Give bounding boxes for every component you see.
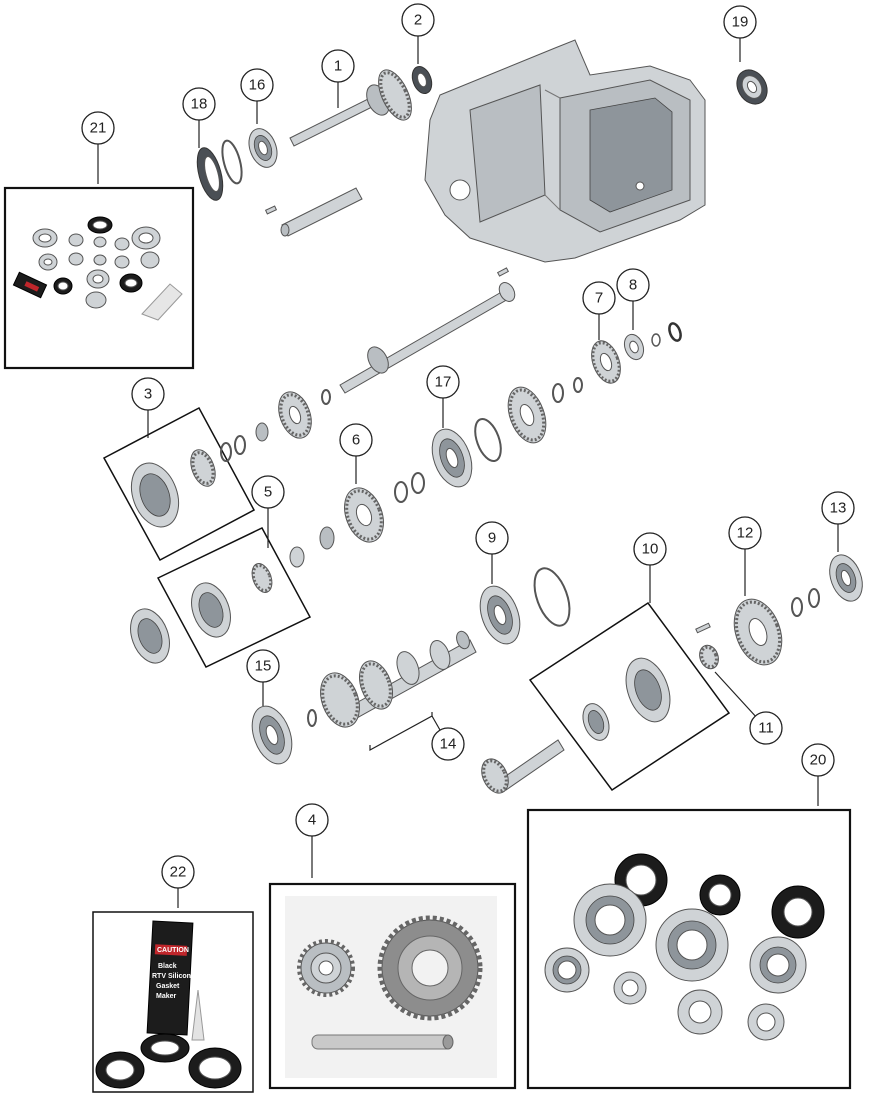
callout-22: 22 (161, 855, 195, 889)
kit-4-contents (285, 896, 497, 1078)
kit-box-22 (92, 911, 254, 1093)
kit-box-10 (528, 601, 731, 792)
bearing-13 (829, 554, 863, 602)
svg-text:18: 18 (191, 96, 208, 113)
svg-text:13: 13 (830, 500, 847, 517)
callout-8: 8 (616, 268, 650, 302)
synchro-assembly-5 (130, 563, 273, 664)
tube-caution-text: CAUTION (157, 947, 189, 954)
bearing-19 (736, 69, 768, 105)
svg-text:16: 16 (249, 77, 266, 94)
tube-line-4: Maker (156, 993, 177, 1000)
kit-box-5 (156, 527, 312, 668)
svg-text:14: 14 (440, 736, 457, 753)
callout-12: 12 (728, 516, 762, 550)
callout-10: 10 (633, 532, 667, 566)
callout-14: 14 (431, 727, 465, 761)
needle-bearing-11 (695, 622, 719, 670)
svg-text:9: 9 (488, 530, 496, 547)
svg-text:5: 5 (264, 484, 272, 501)
synchro-assembly-10 (582, 657, 671, 741)
callout-9: 9 (475, 521, 509, 555)
callout-4: 4 (295, 803, 329, 837)
synchro-assembly-3 (130, 449, 216, 528)
callout-16: 16 (240, 68, 274, 102)
svg-text:2: 2 (414, 12, 422, 29)
gear-6 (289, 472, 425, 568)
svg-text:4: 4 (308, 812, 316, 829)
kit-box-21 (3, 186, 195, 370)
kit-22-contents: CAUTION Black RTV Silicone Gasket Maker (95, 920, 242, 1089)
svg-text:7: 7 (595, 290, 603, 307)
leader-lines (97, 36, 839, 908)
kit-box-3 (102, 406, 256, 562)
shaft-pin (264, 187, 363, 237)
bearing-8 (623, 322, 682, 361)
svg-text:11: 11 (758, 720, 774, 737)
svg-text:8: 8 (629, 277, 637, 294)
kit-20-contents (544, 853, 825, 1041)
callout-1: 1 (321, 49, 355, 83)
seal-18 (196, 139, 243, 201)
callout-13: 13 (821, 491, 855, 525)
callout-21: 21 (81, 111, 115, 145)
bearing-15 (251, 705, 317, 765)
tube-line-1: Black (158, 963, 177, 970)
tube-line-2: RTV Silicone (152, 973, 195, 980)
callout-15: 15 (246, 649, 280, 683)
callout-3: 3 (131, 377, 165, 411)
transmission-case (424, 39, 706, 263)
svg-text:1: 1 (334, 58, 342, 75)
callout-19: 19 (723, 5, 757, 39)
svg-text:10: 10 (642, 541, 659, 558)
svg-text:17: 17 (435, 374, 452, 391)
bearing-9 (479, 567, 571, 645)
gear-12 (733, 588, 820, 666)
svg-text:15: 15 (255, 658, 272, 675)
svg-text:3: 3 (144, 386, 152, 403)
svg-text:6: 6 (352, 432, 360, 449)
callout-11: 11 (749, 711, 783, 745)
callout-6: 6 (339, 423, 373, 457)
callout-2: 2 (401, 3, 435, 37)
svg-text:12: 12 (737, 525, 754, 542)
svg-text:22: 22 (170, 864, 187, 881)
output-pinion (481, 739, 565, 794)
gear-3rd (220, 389, 331, 462)
kit-box-4 (268, 882, 517, 1090)
callout-17: 17 (426, 365, 460, 399)
callout-7: 7 (582, 281, 616, 315)
countershaft-cluster (320, 630, 477, 728)
input-shaft (289, 69, 412, 147)
bearing-2 (411, 65, 433, 95)
bearing-16 (248, 128, 278, 168)
callout-20: 20 (801, 743, 835, 777)
svg-text:21: 21 (90, 120, 107, 137)
callout-18: 18 (182, 87, 216, 121)
svg-text:20: 20 (810, 752, 827, 769)
kit-21-contents (12, 216, 183, 321)
svg-text:19: 19 (732, 14, 749, 31)
tube-line-3: Gasket (156, 983, 180, 990)
gear-7 (591, 340, 621, 384)
gear-reverse (507, 377, 583, 444)
main-shaft (339, 267, 516, 394)
bearing-17 (431, 417, 502, 488)
callout-5: 5 (251, 475, 285, 509)
kit-box-20 (526, 808, 852, 1090)
